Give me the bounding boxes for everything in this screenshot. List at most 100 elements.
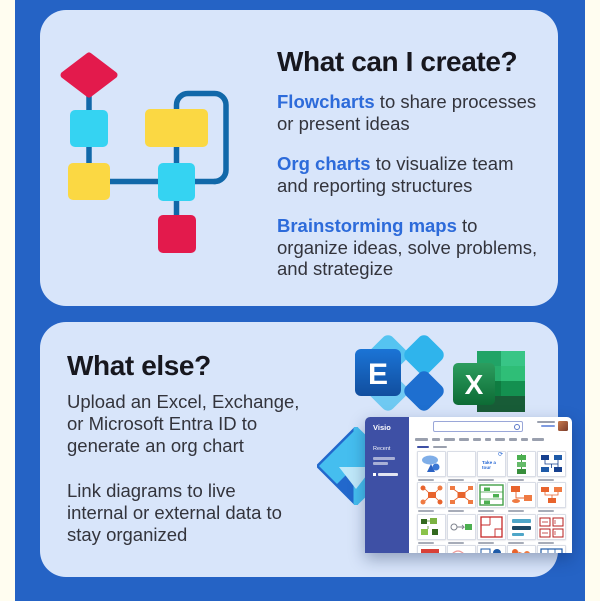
template-caption-bar — [508, 542, 524, 544]
template-card — [507, 514, 536, 544]
template-thumb-brainstorming-map — [447, 482, 476, 508]
gallery-tab-bar — [417, 445, 429, 448]
nav-item-bar — [509, 438, 517, 441]
template-card — [417, 482, 446, 512]
template-card — [417, 514, 446, 544]
template-caption-bar — [538, 479, 554, 481]
sidebar-text-bar — [378, 473, 398, 476]
template-thumb-floor-plan — [477, 514, 506, 540]
template-thumb-detailed-plan — [537, 514, 566, 540]
user-name-bar — [537, 421, 555, 423]
take-a-tour-label: Take a tour — [482, 460, 496, 471]
card1-text-block: What can I create? Flowcharts to share p… — [277, 46, 543, 299]
nav-item-bar — [521, 438, 528, 441]
template-thumb-org-chart — [537, 451, 566, 477]
nav-item-bar — [532, 438, 544, 441]
flow-square-yellow-1 — [68, 163, 110, 200]
excel-sheet-cell — [501, 351, 525, 366]
template-thumb-cloud-diagram — [417, 451, 446, 477]
flowchart-illustration — [60, 52, 229, 253]
org-charts-text: to visualize team and reporting structur… — [277, 153, 514, 196]
user-avatar — [558, 421, 568, 431]
template-card — [537, 482, 566, 512]
nav-item-bar — [495, 438, 505, 441]
template-caption-bar — [448, 479, 464, 481]
flowcharts-text: to share processes or present ideas — [277, 91, 537, 134]
template-card — [507, 545, 536, 553]
template-thumb-take-a-tour: Take a tour⟳ — [477, 451, 506, 477]
bullet-org-charts: Org charts to visualize team and reporti… — [277, 153, 543, 196]
sidebar-item-icon — [373, 473, 376, 476]
nav-item-bar — [485, 438, 491, 441]
template-card — [447, 451, 476, 481]
template-caption-bar — [448, 510, 464, 512]
template-card — [447, 482, 476, 512]
excel-sheet-cell — [477, 351, 501, 366]
template-card — [447, 514, 476, 544]
excel-sheet-cell — [501, 381, 525, 396]
flow-rect-yellow-2 — [145, 109, 208, 147]
template-caption-bar — [508, 510, 524, 512]
flow-square-cyan-1 — [70, 110, 108, 147]
template-card — [417, 451, 446, 481]
template-caption-bar — [418, 542, 434, 544]
flow-square-cyan-2 — [158, 163, 195, 201]
card2-text-block: What else? Upload an Excel, Exchange, or… — [67, 349, 347, 569]
template-thumb-blue-table — [537, 545, 566, 553]
org-charts-label: Org charts — [277, 153, 371, 174]
template-thumb-dot-rect — [477, 545, 506, 553]
nav-item-bar — [415, 438, 428, 441]
visio-sidebar: Visio Recent — [365, 417, 409, 553]
card1-title: What can I create? — [277, 46, 518, 77]
template-thumb-network-diagram — [417, 482, 446, 508]
template-caption-bar — [478, 542, 494, 544]
template-thumb-orange-circles — [507, 545, 536, 553]
template-thumb-red-banner — [417, 545, 446, 553]
sidebar-text-bar — [373, 457, 395, 460]
template-thumb-basic-flowchart — [507, 451, 536, 477]
template-thumb-blank-drawing — [447, 451, 476, 477]
gallery-tab-bar — [433, 445, 447, 448]
brainstorming-label: Brainstorming maps — [277, 215, 457, 236]
visio-app-screenshot: Visio Recent — [365, 417, 572, 553]
visio-nav-recent: Recent — [373, 446, 391, 452]
exchange-letter-tile — [355, 349, 401, 396]
template-card: Take a tour⟳ — [477, 451, 506, 481]
user-email-bar — [541, 425, 555, 427]
visio-search-input — [433, 421, 523, 432]
template-card — [537, 514, 566, 544]
card2-title: What else? — [67, 350, 211, 381]
flow-connector-loop — [173, 90, 229, 185]
visio-app-name: Visio — [373, 423, 391, 432]
exchange-letter: E — [368, 358, 388, 391]
template-caption-bar — [418, 479, 434, 481]
microsoft-excel-icon: X — [453, 351, 525, 412]
excel-letter-tile — [453, 363, 495, 405]
bullet-brainstorming: Brainstorming maps to organize ideas, so… — [277, 215, 543, 280]
template-caption-bar — [538, 510, 554, 512]
template-caption-bar — [508, 479, 524, 481]
template-caption-bar — [478, 510, 494, 512]
bullet-flowcharts: Flowcharts to share processes or present… — [277, 91, 543, 134]
template-caption-bar — [448, 542, 464, 544]
template-card — [537, 451, 566, 481]
sidebar-text-bar — [373, 462, 388, 465]
exchange-lobe-ne — [404, 335, 444, 375]
entra-facet-top — [319, 429, 374, 484]
template-card — [537, 545, 566, 553]
template-card — [507, 451, 536, 481]
template-thumb-factory-shapes — [417, 514, 446, 540]
nav-item-bar — [444, 438, 455, 441]
template-thumb-process-diagram — [447, 514, 476, 540]
template-card — [477, 514, 506, 544]
template-card — [477, 545, 506, 553]
link-paragraph: Link diagrams to live internal or extern… — [67, 480, 282, 545]
template-caption-bar — [418, 510, 434, 512]
entra-facet-inner — [339, 467, 373, 489]
search-icon — [514, 424, 520, 430]
template-card — [447, 545, 476, 553]
brainstorming-text: to organize ideas, solve problems, and s… — [277, 215, 538, 279]
nav-item-bar — [432, 438, 440, 441]
what-else-card: What else? Upload an Excel, Exchange, or… — [40, 322, 572, 577]
